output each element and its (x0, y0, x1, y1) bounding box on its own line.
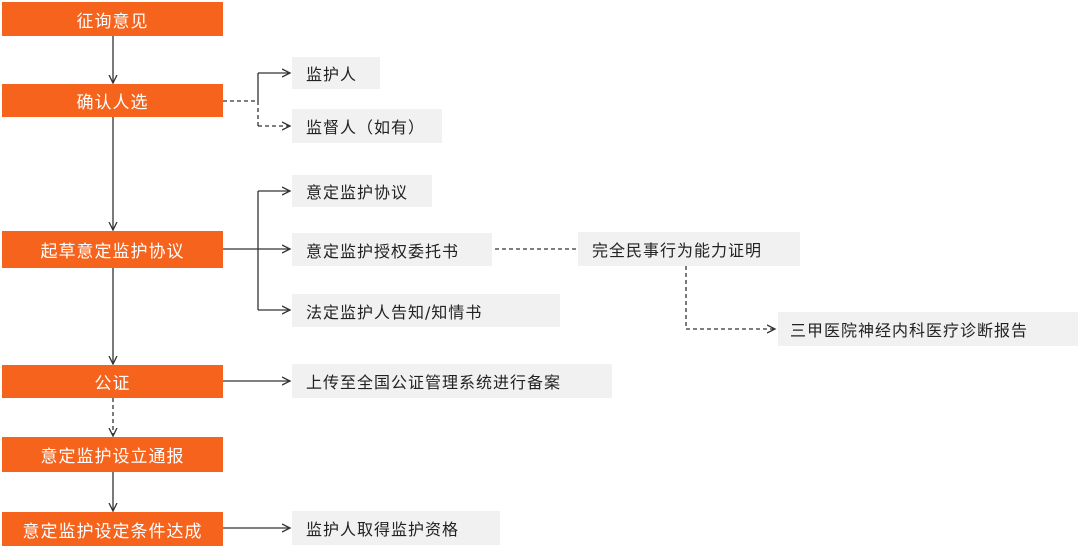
note-guardian: 监护人 (292, 57, 380, 89)
step-condition-met: 意定监护设定条件达成 (2, 512, 223, 546)
note-upload-filing: 上传至全国公证管理系统进行备案 (292, 364, 612, 398)
step-draft-agreement: 起草意定监护协议 (2, 231, 223, 268)
note-authorization: 意定监护授权委托书 (292, 233, 492, 266)
arrow-capacity-hospital (685, 266, 775, 329)
step-notarization: 公证 (2, 365, 223, 398)
note-capacity-proof: 完全民事行为能力证明 (578, 232, 800, 266)
step-solicit-opinion: 征询意见 (2, 2, 223, 36)
step-establishment-notice: 意定监护设立通报 (2, 437, 223, 472)
note-legal-notice: 法定监护人告知/知情书 (292, 294, 560, 327)
note-guardian-qualification: 监护人取得监护资格 (292, 511, 500, 545)
note-hospital-report: 三甲医院神经内科医疗诊断报告 (778, 312, 1078, 346)
note-agreement: 意定监护协议 (292, 175, 432, 207)
note-supervisor: 监督人（如有） (292, 109, 442, 143)
step-confirm-candidate: 确认人选 (2, 84, 223, 117)
